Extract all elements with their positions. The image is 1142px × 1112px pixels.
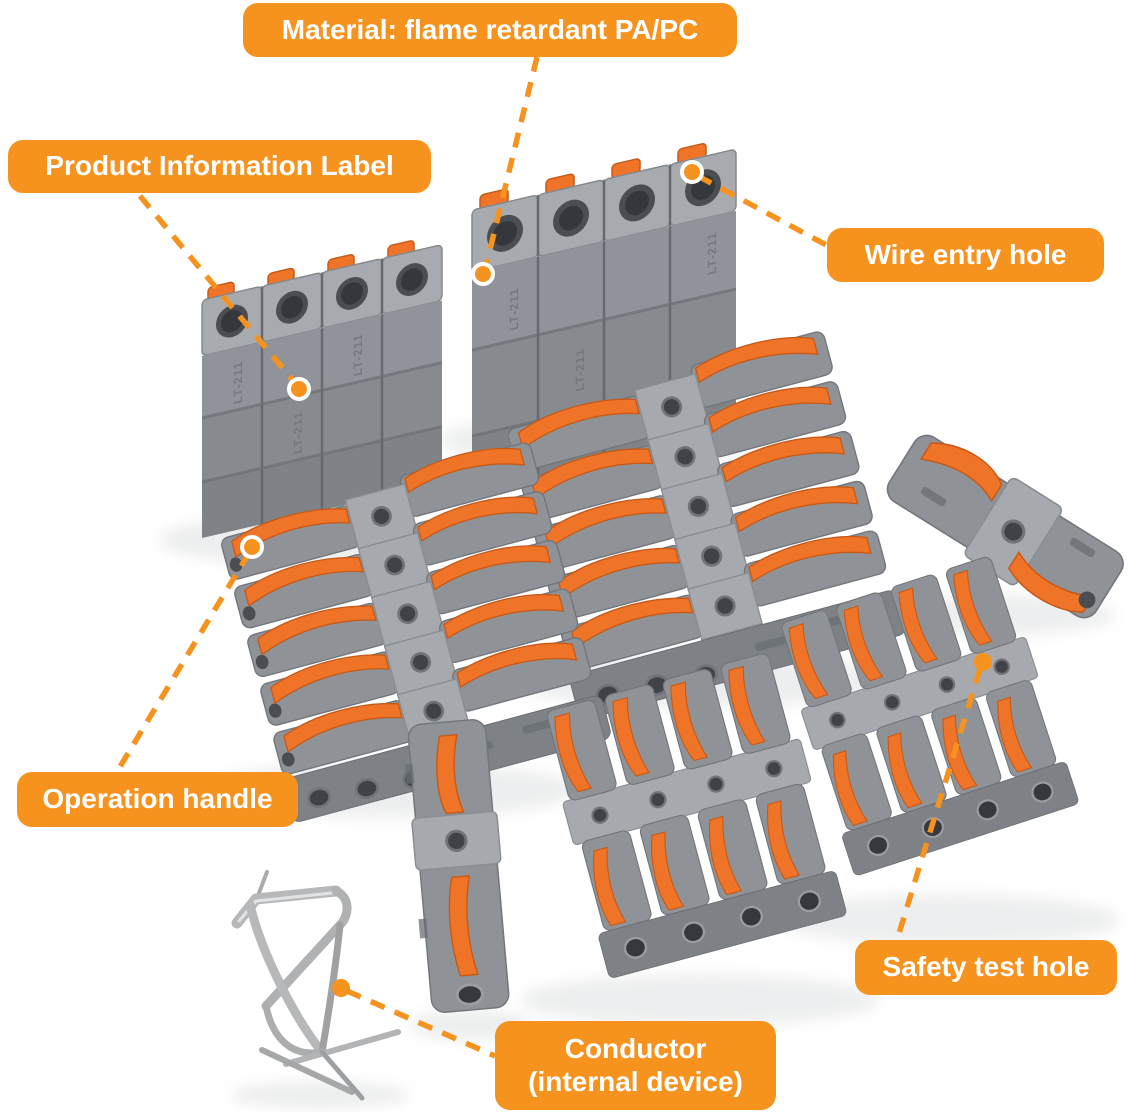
callout-line-material [483, 56, 540, 267]
label-operation-handle: Operation handle [17, 772, 298, 827]
svg-text:LT-211: LT-211 [351, 332, 365, 378]
metal-conductor-clip [231, 870, 401, 1101]
label-conductor: Conductor (internal device) [495, 1021, 776, 1110]
callout-lines [115, 56, 983, 1059]
label-safety-test-hole: Safety test hole [855, 940, 1117, 995]
callout-dot-operation-handle [240, 535, 264, 559]
svg-text:LT-211: LT-211 [573, 347, 587, 393]
connector-stack-right: LT-211 LT-211 LT-211 [471, 143, 737, 492]
callout-dot-conductor [332, 979, 350, 997]
callout-dot-product-info [287, 377, 311, 401]
label-conductor-line1: Conductor [564, 1033, 707, 1065]
svg-text:LT-211: LT-211 [705, 231, 719, 277]
label-conductor-line2: (internal device) [528, 1065, 743, 1097]
svg-text:LT-211: LT-211 [291, 410, 305, 456]
label-product-information: Product Information Label [8, 140, 431, 193]
connector-stack-left: LT-211 LT-211 LT-211 [201, 240, 443, 538]
callout-dots [240, 160, 992, 997]
callout-dot-safety-test [974, 653, 992, 671]
callout-line-product-info [137, 194, 298, 385]
callout-line-operation-handle [115, 551, 252, 772]
callout-line-conductor [345, 988, 497, 1059]
callout-dot-wire-entry [680, 160, 704, 184]
label-wire-entry-hole: Wire entry hole [827, 228, 1104, 282]
callout-line-safety-test [894, 668, 983, 941]
svg-text:LT-211: LT-211 [507, 286, 521, 332]
svg-text:LT-211: LT-211 [231, 360, 245, 406]
callout-dot-material [471, 262, 495, 286]
label-material: Material: flame retardant PA/PC [243, 3, 737, 57]
